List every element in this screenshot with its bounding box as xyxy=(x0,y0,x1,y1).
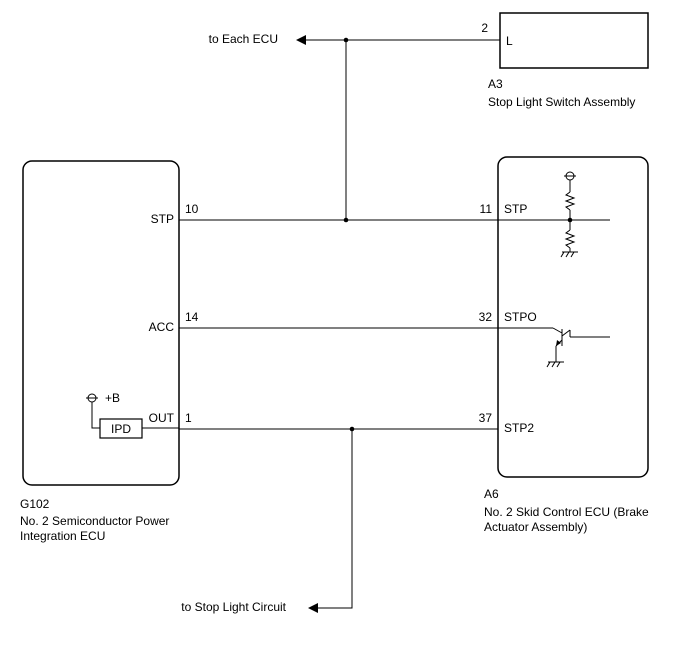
a6-skid-control-ecu-box xyxy=(497,156,649,478)
wire-to-stop-light-circuit xyxy=(318,429,353,609)
a6-stpo-transistor-icon xyxy=(498,327,610,368)
g102-pin-out-number: 1 xyxy=(185,411,192,425)
arrow-to-stop-light-icon xyxy=(308,603,318,613)
wire-supply-to-ipd xyxy=(91,402,100,429)
a6-code: A6 xyxy=(484,487,499,501)
a6-pin-stp-number: 11 xyxy=(480,202,493,216)
a6-pin-stp2-number: 37 xyxy=(479,411,493,425)
a3-stop-light-switch-box xyxy=(499,12,649,69)
arrow-to-each-ecu-icon xyxy=(296,35,306,45)
g102-pin-acc-number: 14 xyxy=(185,310,199,324)
g102-supply-label: +B xyxy=(105,391,120,405)
a6-name-line2: Actuator Assembly) xyxy=(484,520,587,534)
a3-pin-number: 2 xyxy=(481,21,488,35)
a3-code: A3 xyxy=(488,77,503,91)
a3-name: Stop Light Switch Assembly xyxy=(488,95,635,109)
a6-pin-stpo-name: STPO xyxy=(504,310,537,324)
a6-name-line1: No. 2 Skid Control ECU (Brake xyxy=(484,505,649,519)
g102-pin-out-name: OUT xyxy=(149,411,175,425)
ipd-label: IPD xyxy=(111,422,131,436)
label-to-each-ecu: to Each ECU xyxy=(209,32,278,46)
a6-pin-stp-name: STP xyxy=(504,202,527,216)
g102-name-line2: Integration ECU xyxy=(20,529,105,543)
label-to-stop-light-circuit: to Stop Light Circuit xyxy=(181,600,286,614)
a6-pin-stpo-number: 32 xyxy=(479,310,493,324)
a6-pin-stp2-name: STP2 xyxy=(504,421,534,435)
g102-code: G102 xyxy=(20,497,50,511)
a3-pin-name: L xyxy=(506,34,513,48)
a6-stp-internal-circuit xyxy=(560,171,578,258)
g102-ecu-box xyxy=(22,160,180,486)
g102-pin-stp-number: 10 xyxy=(185,202,199,216)
g102-pin-stp-name: STP xyxy=(151,212,174,226)
g102-name-line1: No. 2 Semiconductor Power xyxy=(20,514,169,528)
g102-pin-acc-name: ACC xyxy=(149,320,175,334)
